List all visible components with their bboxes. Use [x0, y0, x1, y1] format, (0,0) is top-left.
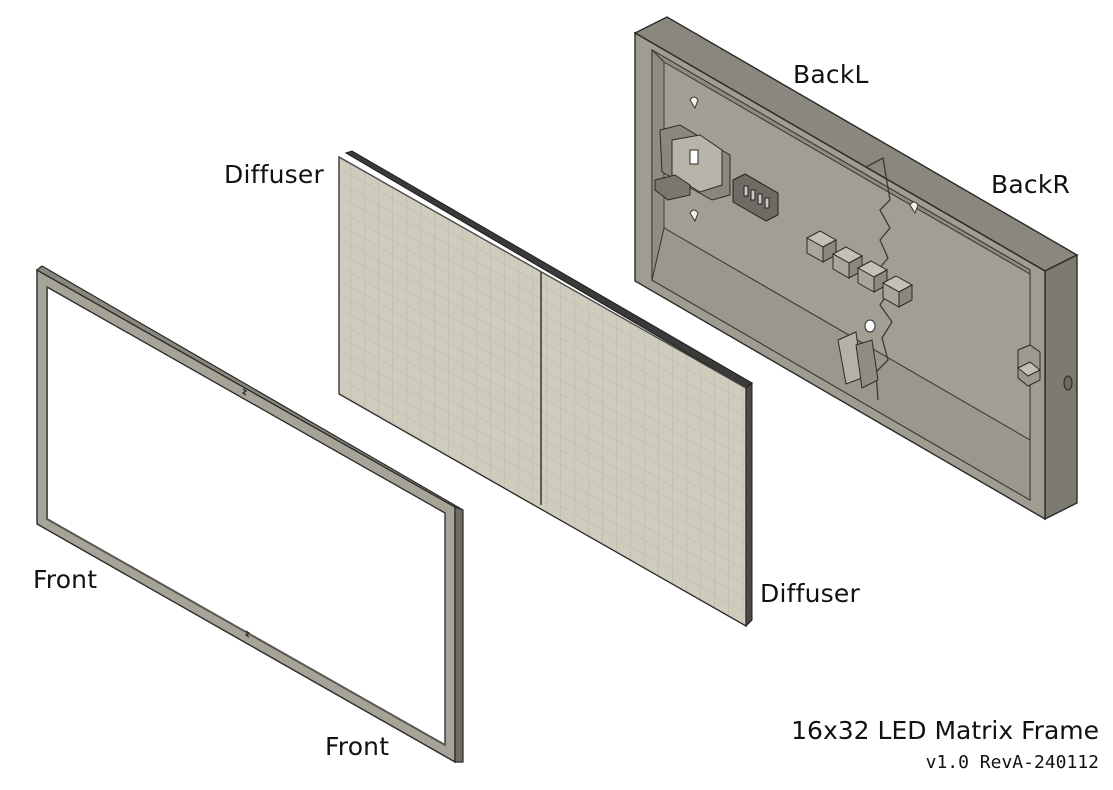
back-right-side	[1044, 253, 1078, 521]
label-front-bottom: Front	[325, 732, 390, 761]
diffuser-side-edge	[745, 381, 753, 628]
label-diffuser-bottom: Diffuser	[760, 579, 860, 608]
pcb-bracket	[654, 124, 731, 201]
cable-hole	[864, 319, 876, 333]
front-split-mark-top	[241, 388, 248, 396]
side-clip	[1017, 344, 1041, 387]
back-housing	[633, 16, 1079, 521]
label-front-left: Front	[33, 565, 98, 594]
label-backl: BackL	[793, 60, 869, 89]
keyhole-mounts	[689, 96, 919, 223]
connector-header	[732, 173, 779, 222]
drawing-title: 16x32 LED Matrix Frame	[791, 716, 1099, 745]
side-port	[1063, 375, 1073, 391]
front-edge-right	[454, 506, 464, 763]
front-split-mark-bottom	[244, 630, 251, 638]
front-edge-top	[35, 265, 464, 511]
bottom-clips	[837, 331, 879, 389]
back-inner-left-wall	[651, 48, 665, 281]
diffuser-panel	[338, 150, 753, 628]
label-backr: BackR	[991, 170, 1071, 199]
front-frame	[35, 265, 464, 764]
drawing-revision: v1.0 RevA-240112	[925, 752, 1099, 773]
label-diffuser-top: Diffuser	[224, 160, 324, 189]
standoff-blocks	[805, 230, 914, 308]
